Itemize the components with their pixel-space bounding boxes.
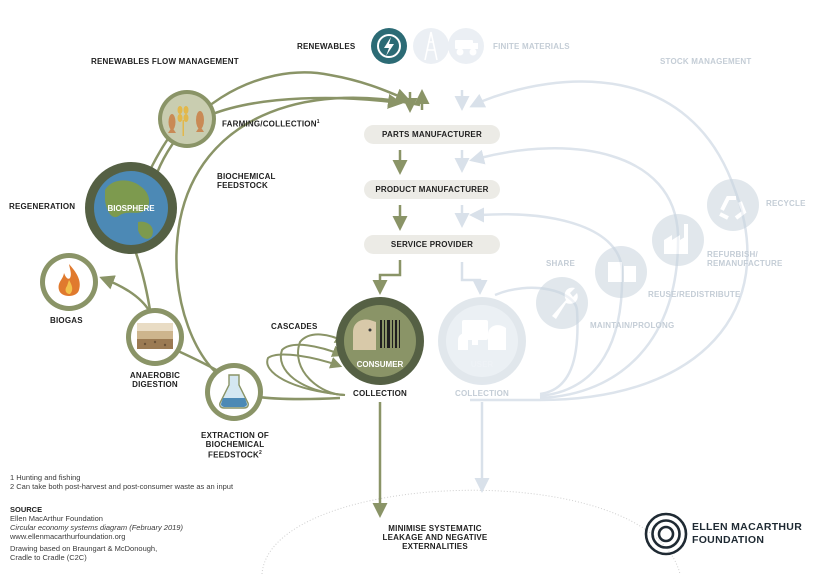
- mining-truck-icon: [455, 40, 478, 56]
- extraction-line-3: FEEDSTOCK2: [208, 450, 262, 460]
- biochemical-feedstock-label: BIOCHEMICAL FEEDSTOCK: [217, 172, 276, 190]
- user-label: USER: [470, 360, 494, 369]
- technical-arrows: [454, 90, 490, 493]
- arrow-service-to-consumer: [372, 260, 402, 295]
- soil-layers-icon: [137, 323, 173, 349]
- anaerobic-digestion-label: ANAEROBIC DIGESTION: [120, 371, 190, 389]
- source-title: Circular economy systems diagram (Februa…: [10, 523, 183, 532]
- farming-node: [158, 90, 216, 148]
- arrow-service-to-user: [460, 262, 488, 295]
- consumer-label: CONSUMER: [356, 360, 404, 369]
- fish-icon: [196, 111, 204, 132]
- source-url: www.ellenmacarthurfoundation.org: [10, 532, 126, 541]
- cascade-arrows: [266, 332, 348, 396]
- extraction-label: EXTRACTION OF BIOCHEMICAL FEEDSTOCK2: [195, 431, 275, 460]
- ellen-macarthur-logo-mark: [644, 512, 688, 556]
- share-node: [536, 277, 588, 329]
- barcode-head-icon: [353, 319, 400, 350]
- minimise-label: MINIMISE SYSTEMATIC LEAKAGE AND NEGATIVE…: [370, 524, 500, 551]
- refurbish-node: [652, 214, 704, 266]
- minimise-line-1: MINIMISE SYSTEMATIC: [388, 524, 482, 533]
- extraction-node: [205, 363, 263, 421]
- continent-shape: [105, 180, 150, 218]
- extraction-line-2: BIOCHEMICAL: [205, 440, 265, 449]
- biological-arrows: [372, 89, 430, 518]
- farming-collection-label: FARMING/COLLECTION1: [222, 118, 320, 129]
- renewables-label: RENEWABLES: [297, 42, 356, 51]
- biosphere-label: BIOSPHERE: [107, 204, 155, 213]
- logo-line-1: ELLEN MACARTHUR: [692, 521, 803, 533]
- recycle-label: RECYCLE: [766, 199, 806, 208]
- product-manufacturer-stage: PRODUCT MANUFACTURER: [364, 180, 500, 199]
- collection-bio-label: COLLECTION: [353, 389, 407, 398]
- loop-anaerobic-to-biogas: [99, 275, 152, 313]
- farming-collection-text: FARMING/COLLECTION: [222, 119, 317, 129]
- wheat-icon: [177, 106, 189, 136]
- source-heading: SOURCE: [10, 505, 43, 514]
- refurbish-label: REFURBISH/ REMANUFACTURE: [707, 250, 783, 268]
- cascades-label: CASCADES: [271, 322, 318, 331]
- biosphere-node: [85, 162, 177, 254]
- anaerobic-digestion-node: [126, 308, 184, 366]
- flame-icon: [58, 264, 80, 296]
- box-icon: [608, 262, 636, 282]
- loop-biochemical-feedstock: [175, 96, 421, 384]
- factory-icon: [664, 224, 688, 254]
- regeneration-label: REGENERATION: [9, 202, 76, 211]
- finite-materials-label: FINITE MATERIALS: [493, 42, 570, 51]
- reuse-node: [595, 246, 647, 298]
- minimise-line-2: LEAKAGE AND NEGATIVE: [382, 533, 488, 542]
- biogas-node: [40, 253, 98, 311]
- reuse-redistribute-label: REUSE/REDISTRIBUTE: [648, 290, 741, 299]
- biogas-label: BIOGAS: [50, 316, 83, 325]
- renewables-icon-node: [371, 28, 407, 64]
- extraction-note-mark: 2: [259, 450, 262, 456]
- refurbish-line-2: REMANUFACTURE: [707, 259, 783, 268]
- drawing-note-line-1: Drawing based on Braungart & McDonough,: [10, 544, 158, 553]
- footnote-1: 1 Hunting and fishing: [10, 473, 81, 482]
- maintain-prolong-label: MAINTAIN/PROLONG: [590, 321, 675, 330]
- anaerobic-line-2: DIGESTION: [132, 380, 178, 389]
- share-label: SHARE: [546, 259, 576, 268]
- loop-anaerobic-to-biosphere: [133, 249, 152, 311]
- biochemical-feedstock-line-1: BIOCHEMICAL: [217, 172, 276, 181]
- anaerobic-line-1: ANAEROBIC: [129, 371, 181, 380]
- recycle-icon: [719, 196, 747, 220]
- energy-bolt-icon: [384, 37, 394, 56]
- wrench-icon: [552, 287, 578, 319]
- biochemical-feedstock-line-2: FEEDSTOCK: [217, 181, 268, 190]
- consumer-node: [336, 297, 424, 385]
- oil-derrick-icon: [424, 31, 438, 61]
- footnote-2: 2 Can take both post-harvest and post-co…: [10, 482, 234, 491]
- leakage-boundary-arc: [261, 489, 681, 574]
- renewables-flow-management-label: RENEWABLES FLOW MANAGEMENT: [91, 57, 239, 66]
- farming-note-mark: 1: [316, 119, 320, 125]
- minimise-line-3: EXTERNALITIES: [402, 542, 468, 551]
- extraction-line-1: EXTRACTION OF: [201, 431, 269, 440]
- service-provider-stage: SERVICE PROVIDER: [364, 235, 500, 254]
- computer-users-icon: [458, 320, 506, 350]
- user-node: [438, 297, 526, 385]
- stock-management-label: STOCK MANAGEMENT: [660, 57, 752, 66]
- logo-line-2: FOUNDATION: [692, 534, 765, 546]
- drawing-note-line-2: Cradle to Cradle (C2C): [10, 553, 87, 562]
- finite-materials-icons: [413, 28, 484, 64]
- loop-farming-to-parts: [209, 93, 403, 117]
- recycle-node: [707, 179, 759, 231]
- collection-tech-label: COLLECTION: [455, 389, 509, 398]
- source-org: Ellen MacArthur Foundation: [10, 514, 103, 523]
- refurbish-line-1: REFURBISH/: [707, 250, 758, 259]
- flask-icon: [219, 374, 249, 409]
- parts-manufacturer-stage: PARTS MANUFACTURER: [364, 125, 500, 144]
